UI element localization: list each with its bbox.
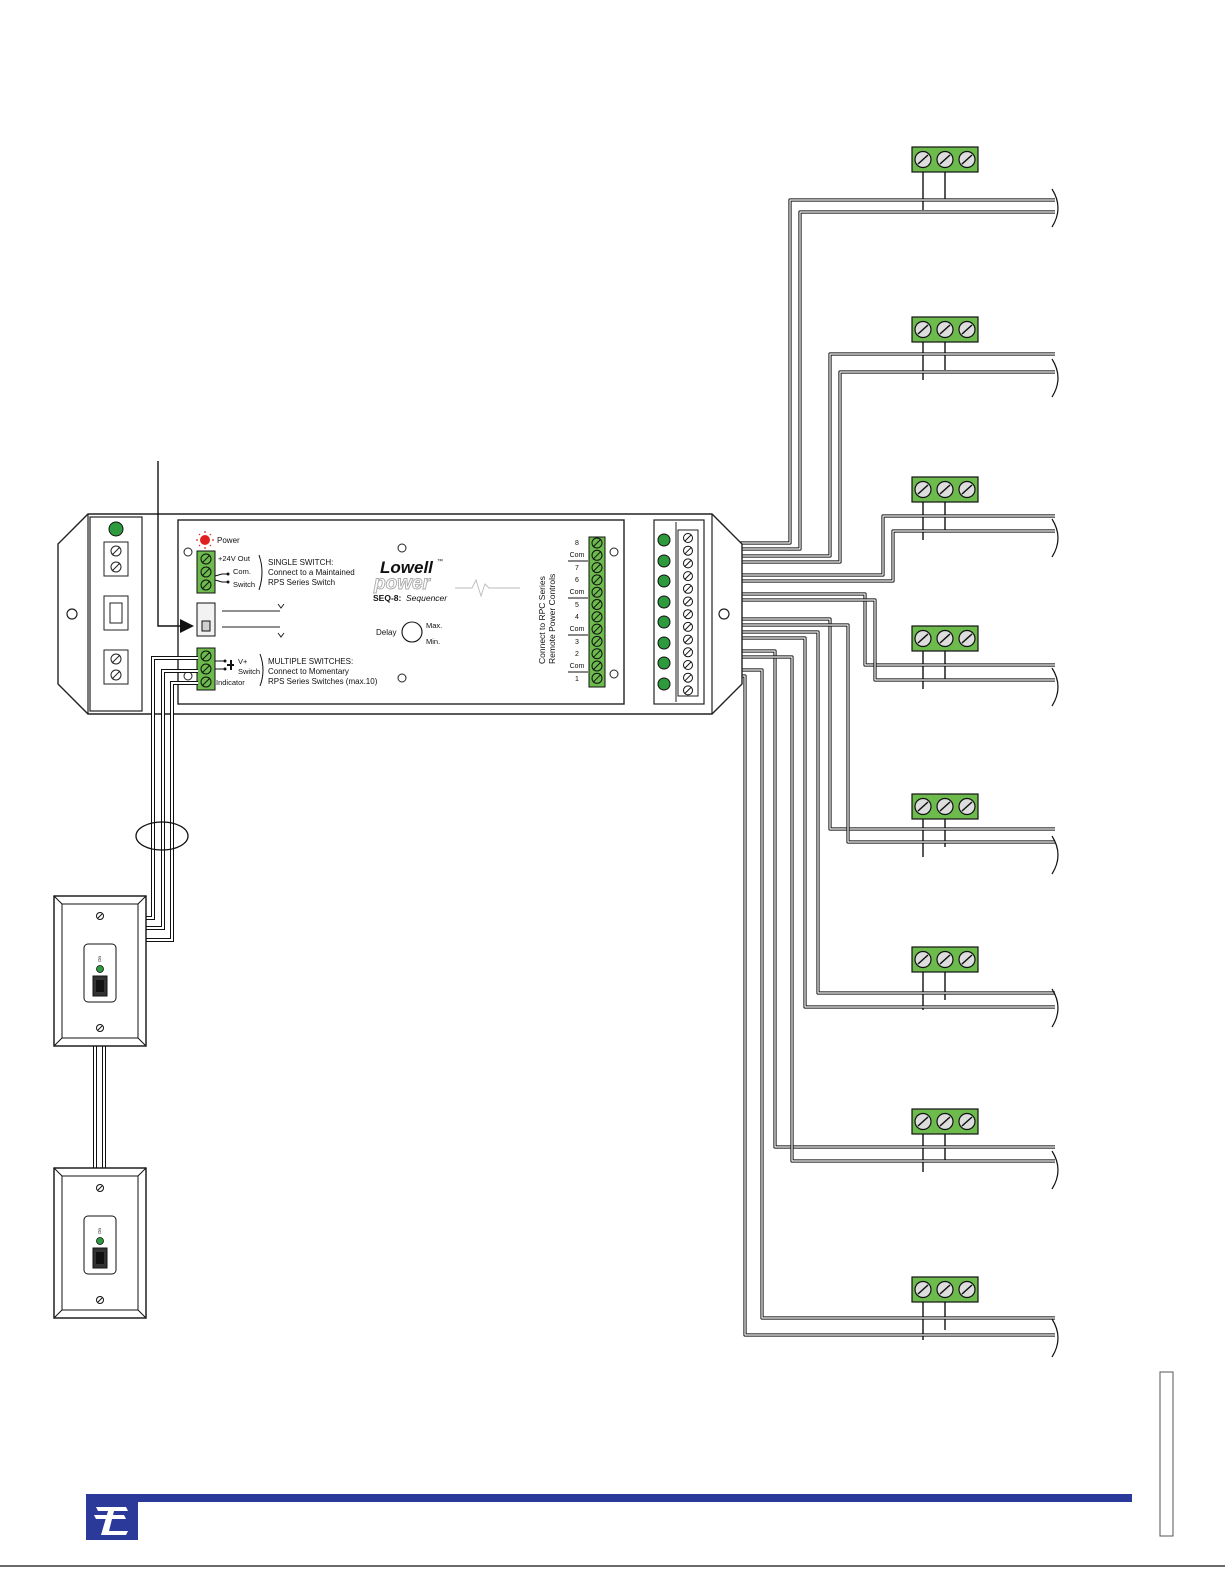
pin-v-plus: V+ [238, 657, 248, 666]
terminal-label: 3 [575, 639, 579, 646]
model-number: SEQ-8: [373, 593, 402, 603]
single-switch-terminal [196, 550, 216, 594]
on-label: On [97, 955, 102, 962]
footer [0, 1371, 1225, 1567]
rpc-terminal-blocks [911, 146, 979, 1303]
terminal-label: 6 [575, 577, 579, 584]
terminal-label: Com [570, 663, 585, 670]
terminal-label: 8 [575, 540, 579, 547]
terminal-label: Com [570, 589, 585, 596]
rpc-terminal-block [911, 625, 979, 652]
multi-switch-title: MULTIPLE SWITCHES: [268, 657, 353, 666]
multi-switch-line2: RPS Series Switches (max.10) [268, 677, 378, 686]
seq8-board: Power +24V Out Com. Switch SINGLE SWITCH… [177, 519, 625, 705]
slide-switch-pointer [157, 461, 194, 633]
multi-switch-line1: Connect to Momentary [268, 667, 349, 676]
side-tab [1159, 1371, 1174, 1537]
status-led-icon [108, 521, 124, 537]
output-led-icon [657, 595, 671, 609]
output-led-icon [657, 574, 671, 588]
mode-slide-switch[interactable] [196, 602, 216, 637]
connect-label-1: Connect to RPC Series [537, 576, 547, 664]
output-wiring [694, 172, 1059, 1358]
terminal-label: 7 [575, 565, 579, 572]
delay-knob[interactable] [401, 621, 423, 643]
output-led-icon [657, 615, 671, 629]
output-led-icon [657, 533, 671, 547]
terminal-label: Com [570, 552, 585, 559]
pin-switch: Switch [233, 580, 255, 589]
wall-switch-2[interactable]: On [53, 1167, 147, 1319]
brand-logo: Lowell [380, 558, 434, 577]
multiple-switch-terminal [196, 647, 216, 691]
lowell-logo-icon [86, 1498, 138, 1540]
single-switch-line2: RPS Series Switch [268, 578, 335, 587]
delay-min: Min. [426, 637, 440, 646]
power-label: Power [217, 536, 240, 545]
output-led-icon [657, 677, 671, 691]
terminal-label: 2 [575, 651, 579, 658]
power-led-icon [196, 531, 214, 549]
sub-brand-logo: power [373, 573, 432, 594]
board-output-terminal [568, 536, 606, 688]
output-led-icon [657, 656, 671, 670]
wall-switch-1[interactable]: On [53, 895, 147, 1047]
rpc-terminal-block [911, 316, 979, 343]
terminal-label: 1 [575, 676, 579, 683]
on-label: On [97, 1227, 102, 1234]
pin-com: Com. [233, 567, 251, 576]
model-description: Sequencer [406, 593, 448, 603]
rpc-terminal-block [911, 1108, 979, 1135]
output-led-icon [657, 554, 671, 568]
right-output-module [653, 519, 705, 705]
delay-max: Max. [426, 621, 442, 630]
indicator-led-icon [96, 1237, 104, 1245]
indicator-led-icon [96, 965, 104, 973]
wall-switch-wiring [93, 656, 198, 1168]
connect-label-2: Remote Power Controls [547, 574, 557, 664]
rpc-terminal-block [911, 793, 979, 820]
terminal-label: 5 [575, 602, 579, 609]
rpc-terminal-block [911, 946, 979, 973]
pin-switch-2: Switch [238, 667, 260, 676]
brand-tm: ™ [437, 558, 443, 565]
terminal-label: 4 [575, 614, 579, 621]
delay-label: Delay [376, 628, 396, 637]
rpc-terminal-block [911, 146, 979, 173]
rpc-terminal-block [911, 1276, 979, 1303]
output-led-icon [657, 636, 671, 650]
pin-indicator: Indicator [216, 678, 245, 687]
left-input-module [89, 516, 143, 712]
single-switch-line1: Connect to a Maintained [268, 568, 355, 577]
pin-24v-out: +24V Out [218, 554, 251, 563]
rpc-terminal-block [911, 476, 979, 503]
terminal-label: Com [570, 626, 585, 633]
single-switch-title: SINGLE SWITCH: [268, 558, 333, 567]
